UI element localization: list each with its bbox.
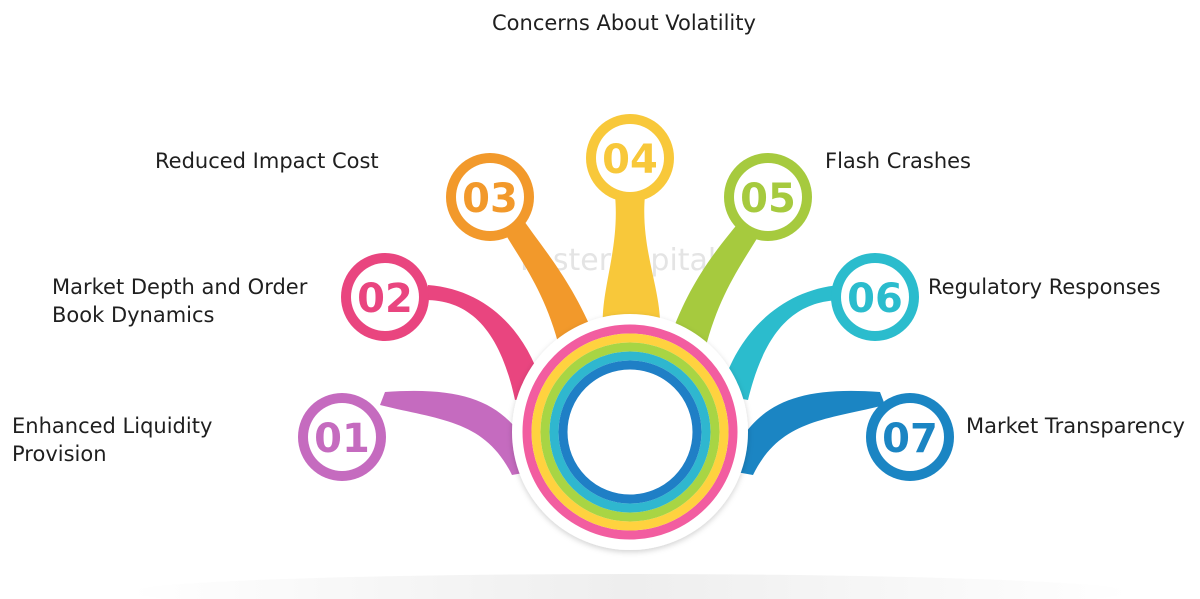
- label-07: Market Transparency: [966, 414, 1185, 438]
- node-07-number: 07: [882, 416, 938, 462]
- center-ring-5: [558, 360, 702, 504]
- label-01: Enhanced Liquidity Provision: [12, 414, 213, 466]
- connector-03: [500, 215, 595, 350]
- node-07: 07: [866, 393, 954, 481]
- node-03-number: 03: [462, 176, 518, 222]
- center-ring-4: [549, 351, 711, 513]
- connector-05: [670, 215, 765, 350]
- node-06-number: 06: [847, 276, 903, 322]
- connector-02: [425, 285, 545, 400]
- diagram-title: Concerns About Volatility: [492, 11, 756, 35]
- connector-01: [380, 390, 540, 475]
- node-04-face: [596, 124, 664, 192]
- node-05-number: 05: [740, 176, 796, 222]
- node-02-number: 02: [357, 276, 413, 322]
- node-02-face: [351, 263, 419, 331]
- label-06: Regulatory Responses: [928, 275, 1161, 299]
- center-hole: [568, 370, 692, 494]
- node-03: 03: [446, 153, 534, 241]
- center-ring-3: [540, 342, 720, 522]
- node-05: 05: [724, 153, 812, 241]
- node-01-number: 01: [314, 416, 370, 462]
- node-01: 01: [298, 393, 386, 481]
- label-05: Flash Crashes: [825, 149, 971, 173]
- connectors: [380, 195, 885, 475]
- center-ring-2: [531, 333, 729, 531]
- connector-06: [720, 285, 843, 400]
- label-02: Market Depth and Order Book Dynamics: [52, 275, 308, 327]
- node-06-face: [841, 263, 909, 331]
- label-03: Reduced Impact Cost: [155, 149, 379, 173]
- node-01-face: [308, 403, 376, 471]
- center-rings: [512, 314, 748, 550]
- floor-shadow: [130, 574, 1130, 599]
- node-05-face: [734, 163, 802, 231]
- node-03-face: [456, 163, 524, 231]
- node-06: 06: [831, 253, 919, 341]
- node-04-number: 04: [602, 137, 658, 183]
- center-ring-1: [522, 324, 738, 540]
- node-04: 04: [586, 114, 674, 202]
- connector-04: [602, 195, 661, 330]
- node-07-face: [876, 403, 944, 471]
- node-02: 02: [341, 253, 429, 341]
- connector-07: [725, 390, 885, 475]
